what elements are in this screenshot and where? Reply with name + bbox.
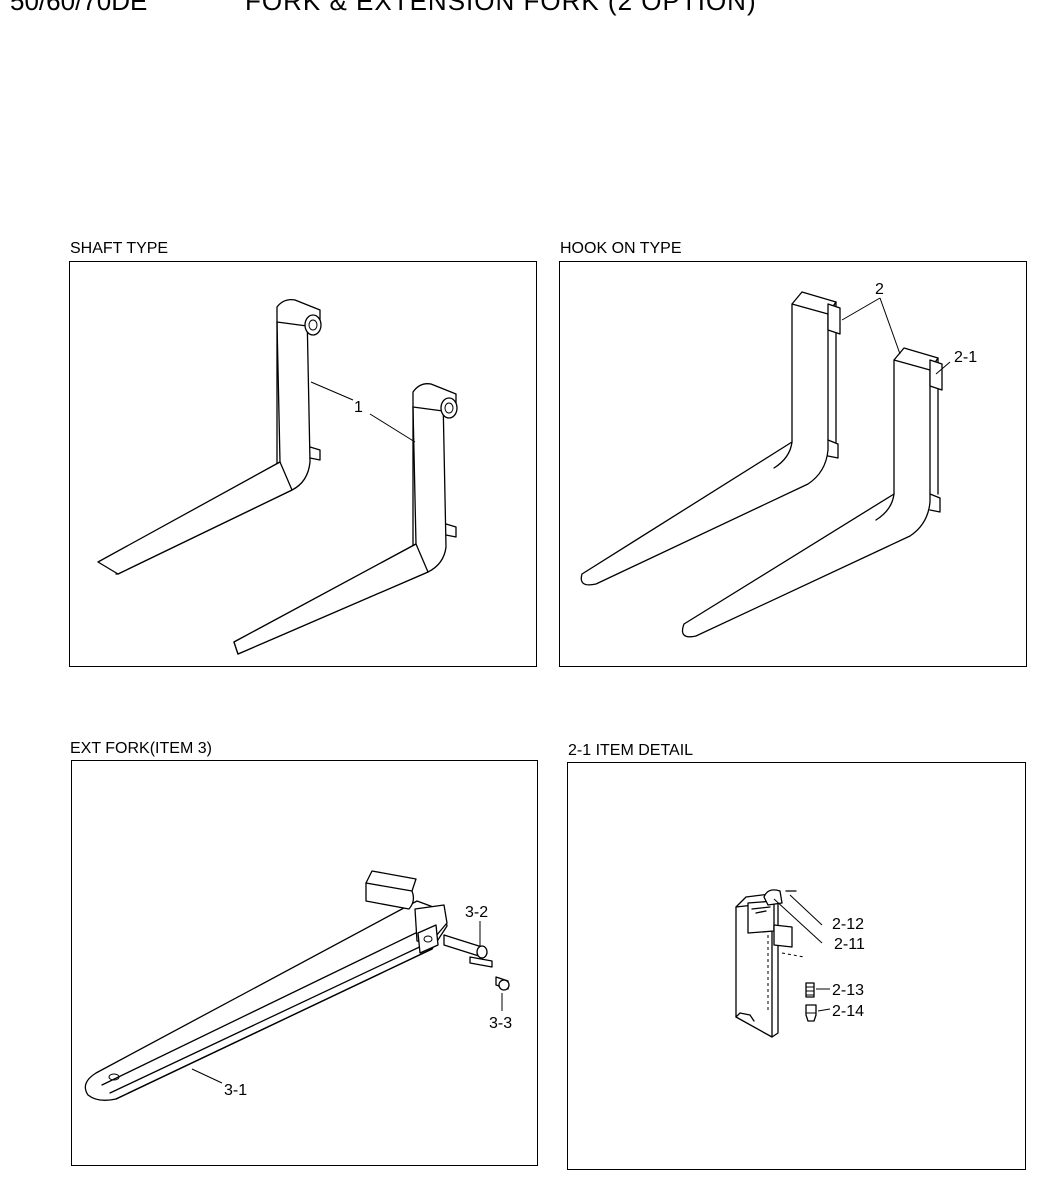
ext-fork-panel: 3-2 3-3 3-1 xyxy=(71,760,538,1166)
ext-fork-title: EXT FORK(ITEM 3) xyxy=(70,740,212,757)
ext-fork-drawing: 3-2 3-3 3-1 xyxy=(84,870,512,1101)
page-title: FORK & EXTENSION FORK (2 OPTION) xyxy=(245,0,757,16)
item-detail-panel: 2-12 2-11 2-13 2-14 xyxy=(567,762,1026,1170)
item-detail-title: 2-1 ITEM DETAIL xyxy=(568,742,694,759)
ext-fork-bolt xyxy=(495,976,510,991)
ext-fork-body xyxy=(84,870,448,1101)
callout-2-12: 2-12 xyxy=(832,916,864,933)
hook-fork-back xyxy=(580,291,841,586)
callout-1: 1 xyxy=(354,399,363,416)
hook-on-type-panel: 2 2-1 xyxy=(559,261,1027,667)
hook-on-type-title: HOOK ON TYPE xyxy=(560,240,682,257)
model-number: 50/60/70DE xyxy=(10,0,148,16)
shaft-fork-front xyxy=(233,383,458,655)
callout-3-3: 3-3 xyxy=(489,1015,512,1032)
item-detail-drawing: 2-12 2-11 2-13 2-14 xyxy=(735,889,865,1038)
shaft-type-drawing: 1 xyxy=(97,299,458,655)
callout-2-14: 2-14 xyxy=(832,1003,864,1020)
spring xyxy=(805,982,815,998)
callout-2-13: 2-13 xyxy=(832,982,864,999)
hook-on-type-drawing: 2 2-1 xyxy=(580,281,977,638)
shaft-callout-leaders xyxy=(310,381,416,443)
shaft-type-panel: 1 xyxy=(69,261,537,667)
latch-plate xyxy=(763,889,797,906)
ext-fork-pin xyxy=(443,934,493,968)
shaft-fork-back xyxy=(97,299,322,575)
detail-callout-leaders xyxy=(773,894,831,1012)
callout-3-2: 3-2 xyxy=(465,904,488,921)
ext-callout-leaders xyxy=(191,921,503,1084)
callout-2-1: 2-1 xyxy=(954,349,977,366)
callout-2-11: 2-11 xyxy=(834,936,865,953)
shaft-type-title: SHAFT TYPE xyxy=(70,240,169,257)
hook-block xyxy=(735,892,805,1038)
hook-fork-front xyxy=(681,347,943,638)
hook-callout-leaders xyxy=(841,297,951,375)
callout-3-1: 3-1 xyxy=(224,1082,247,1099)
callout-2: 2 xyxy=(875,281,884,298)
latch-pin xyxy=(805,1004,817,1022)
